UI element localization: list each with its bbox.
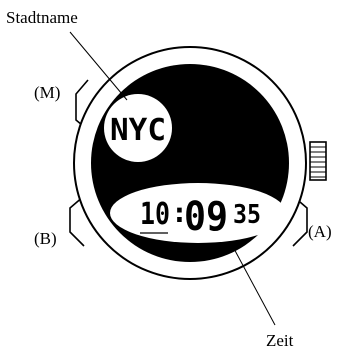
- crown: [309, 141, 327, 181]
- time-display: [110, 183, 286, 243]
- button-a-label: (A): [308, 222, 332, 241]
- city-display: [104, 94, 172, 162]
- button-b-label: (B): [34, 229, 57, 248]
- city-name-label: Stadtname: [6, 8, 78, 27]
- city-name-leader: [69, 31, 128, 101]
- time-display-seconds: 35: [233, 200, 261, 230]
- time-leader: [231, 244, 276, 326]
- time-label: Zeit: [266, 331, 294, 350]
- time-display-hour: 10: [140, 197, 170, 232]
- button-m-label: (M): [34, 83, 60, 102]
- time-display-colon: :: [171, 196, 188, 229]
- time-display-minutes: 09: [184, 194, 228, 240]
- city-display-text: NYC: [110, 113, 166, 148]
- button-b: [69, 195, 85, 247]
